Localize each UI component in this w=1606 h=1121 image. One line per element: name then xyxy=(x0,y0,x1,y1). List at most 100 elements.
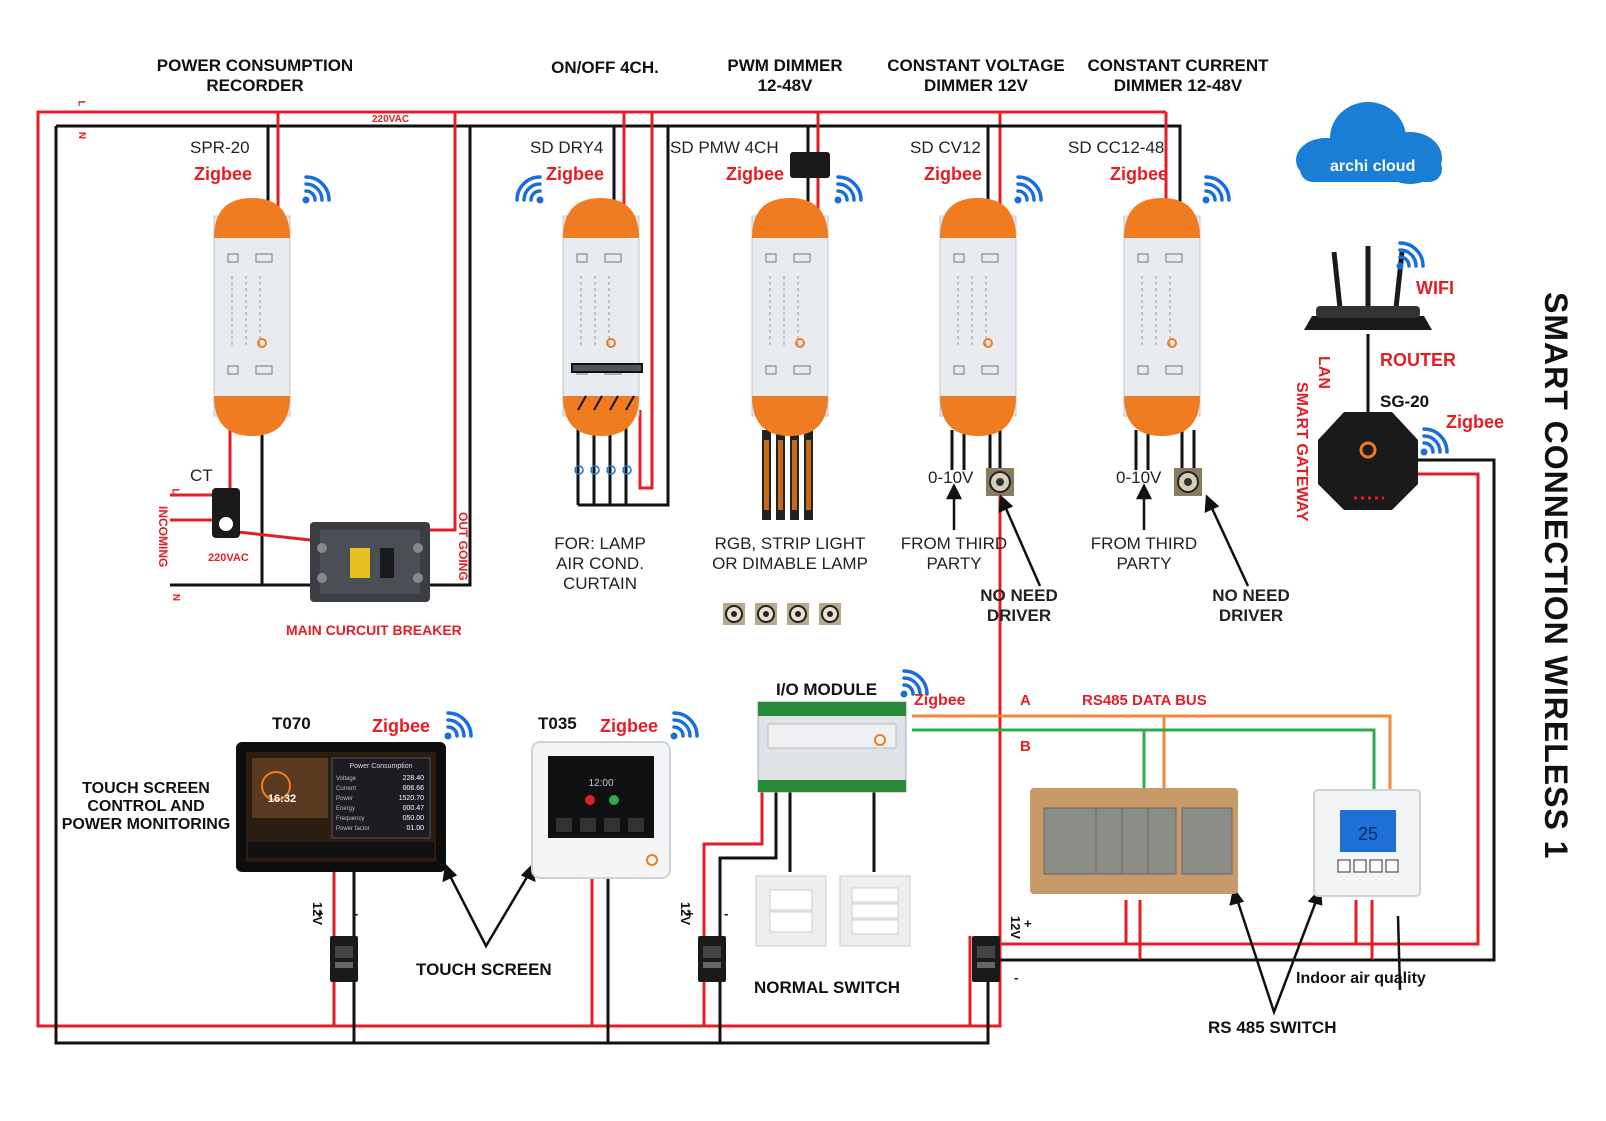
label-line: RGB, STRIP LIGHT xyxy=(714,534,866,553)
header-power-consumption: POWER CONSUMPTION RECORDER xyxy=(150,56,360,96)
wifi-icon xyxy=(1012,175,1043,206)
label-line: NO NEED xyxy=(1212,586,1290,605)
cv-volt-label: 0-10V xyxy=(928,468,974,487)
t070-label: T070 xyxy=(272,714,311,733)
thermo-display-value: 25 xyxy=(1358,824,1378,844)
cv-dimmer-knob xyxy=(985,467,1015,497)
zigbee-label-t070: Zigbee xyxy=(372,716,431,736)
touch-screen-control-label: TOUCH SCREEN CONTROL AND POWER MONITORIN… xyxy=(56,780,236,834)
header-onoff: ON/OFF 4CH. xyxy=(551,58,659,77)
label-line: POWER MONITORING xyxy=(61,816,231,833)
neutral-label: N xyxy=(76,131,88,140)
psu2-minus: - xyxy=(724,906,729,921)
psu3-minus: - xyxy=(1014,970,1019,985)
wifi-icon xyxy=(668,711,699,742)
header-line: PWM DIMMER xyxy=(727,56,843,75)
ct-to-breaker xyxy=(237,530,311,542)
archi-cloud xyxy=(1296,102,1442,184)
zigbee-label-cv: Zigbee xyxy=(924,164,983,184)
smart-gateway-label: SMART GATEWAY xyxy=(1293,382,1310,522)
normal-switch-2 xyxy=(839,875,911,947)
wifi-icon xyxy=(1394,241,1425,272)
label-line: FOR: LAMP xyxy=(554,534,646,553)
screen-row-value: 228.40 xyxy=(403,775,425,782)
dry-output-wires xyxy=(576,126,670,507)
wifi-icon xyxy=(442,711,473,742)
incoming-l-label: L xyxy=(169,488,181,495)
header-cc: CONSTANT CURRENT DIMMER 12-48V xyxy=(1078,56,1278,96)
module-name-pmw: SD PMW 4CH xyxy=(670,138,779,157)
rgb-lamp-4 xyxy=(818,602,842,626)
vac-bottom-label: 220VAC xyxy=(208,552,249,564)
module-name-spr: SPR-20 xyxy=(190,138,250,157)
wifi-icon xyxy=(515,175,546,206)
incoming-n-label: N xyxy=(170,593,182,602)
wifi-icon xyxy=(832,175,863,206)
touch-screen-label: TOUCH SCREEN xyxy=(416,960,552,979)
bus-a-label: A xyxy=(1020,692,1031,709)
sd-cc12-48-module xyxy=(1123,197,1201,437)
zigbee-label-t035: Zigbee xyxy=(600,716,659,736)
spr-n-wire xyxy=(260,430,310,587)
label-line: CONTROL AND xyxy=(87,798,205,815)
normal-switch-wires xyxy=(788,792,876,872)
rs485-switch-panel xyxy=(1030,788,1238,894)
dry-relay-contacts xyxy=(571,363,643,411)
air-quality-panel xyxy=(1313,789,1421,897)
rs485-bus-label: RS485 DATA BUS xyxy=(1082,692,1207,709)
io-module-label: I/O MODULE xyxy=(776,680,878,699)
module-name-dry: SD DRY4 xyxy=(530,138,604,157)
sd-dry4-module xyxy=(562,197,640,437)
cc-dimmer-knob xyxy=(1173,467,1203,497)
rs485-bus-a xyxy=(912,714,1392,792)
label-line: DRIVER xyxy=(986,606,1052,625)
ct-label: CT xyxy=(190,466,213,485)
screen-row-key: Energy xyxy=(336,806,355,812)
label-line: FROM THIRD xyxy=(900,534,1008,553)
power-supply-2 xyxy=(698,936,726,982)
module-name-cc: SD CC12-48 xyxy=(1068,138,1165,157)
incoming-label: INCOMING xyxy=(156,506,170,568)
psu3-12v: 12V xyxy=(1008,915,1024,940)
live-bus-wire xyxy=(36,110,1002,1028)
wifi-label: WIFI xyxy=(1416,278,1454,298)
rs485-bus-b xyxy=(912,728,1376,792)
screen-row-key: Current xyxy=(336,786,356,792)
sg-20-gateway xyxy=(1318,412,1418,510)
main-circuit-breaker xyxy=(310,522,430,602)
screen-row-value: 1520.70 xyxy=(399,795,424,802)
psu2-black xyxy=(718,792,778,1043)
breaker-out-neutral xyxy=(430,126,472,587)
zigbee-label-cc: Zigbee xyxy=(1110,164,1169,184)
label-line: FROM THIRD xyxy=(1090,534,1198,553)
rgb-label: RGB, STRIP LIGHT OR DIMABLE LAMP xyxy=(700,534,880,574)
screen-row-value: 006.66 xyxy=(403,785,425,792)
sd-pmw-4ch-module xyxy=(751,197,829,437)
label-line: PARTY xyxy=(926,554,982,573)
power-supply-3 xyxy=(972,936,1000,982)
screen-row-key: Frequency xyxy=(336,816,364,822)
no-need-driver-cc: NO NEED DRIVER xyxy=(1196,586,1306,626)
wifi-icon xyxy=(1418,427,1449,458)
label-line: OR DIMABLE LAMP xyxy=(712,554,868,573)
screen-row-key: Voltage xyxy=(336,776,357,782)
label-line: AIR COND. xyxy=(556,554,644,573)
psu1-minus: - xyxy=(354,906,359,921)
live-label: L xyxy=(75,100,87,107)
header-line: 12-48V xyxy=(757,76,813,95)
t035-wires xyxy=(590,878,610,1043)
cc-volt-label: 0-10V xyxy=(1116,468,1162,487)
zigbee-label-pmw: Zigbee xyxy=(726,164,785,184)
router-label: ROUTER xyxy=(1380,350,1456,370)
header-pwm: PWM DIMMER 12-48V xyxy=(710,56,860,96)
rgb-lamp-2 xyxy=(754,602,778,626)
lan-label: LAN xyxy=(1315,356,1332,389)
zigbee-label-dry: Zigbee xyxy=(546,164,605,184)
normal-switch-1 xyxy=(755,875,827,947)
t070-touchscreen xyxy=(236,742,446,872)
zigbee-label-io: Zigbee xyxy=(914,692,966,709)
screen-row-key: Power xyxy=(336,796,353,802)
header-line: POWER CONSUMPTION xyxy=(156,56,354,75)
screen-row-value: 000.47 xyxy=(403,805,425,812)
wifi-icon xyxy=(1200,175,1231,206)
